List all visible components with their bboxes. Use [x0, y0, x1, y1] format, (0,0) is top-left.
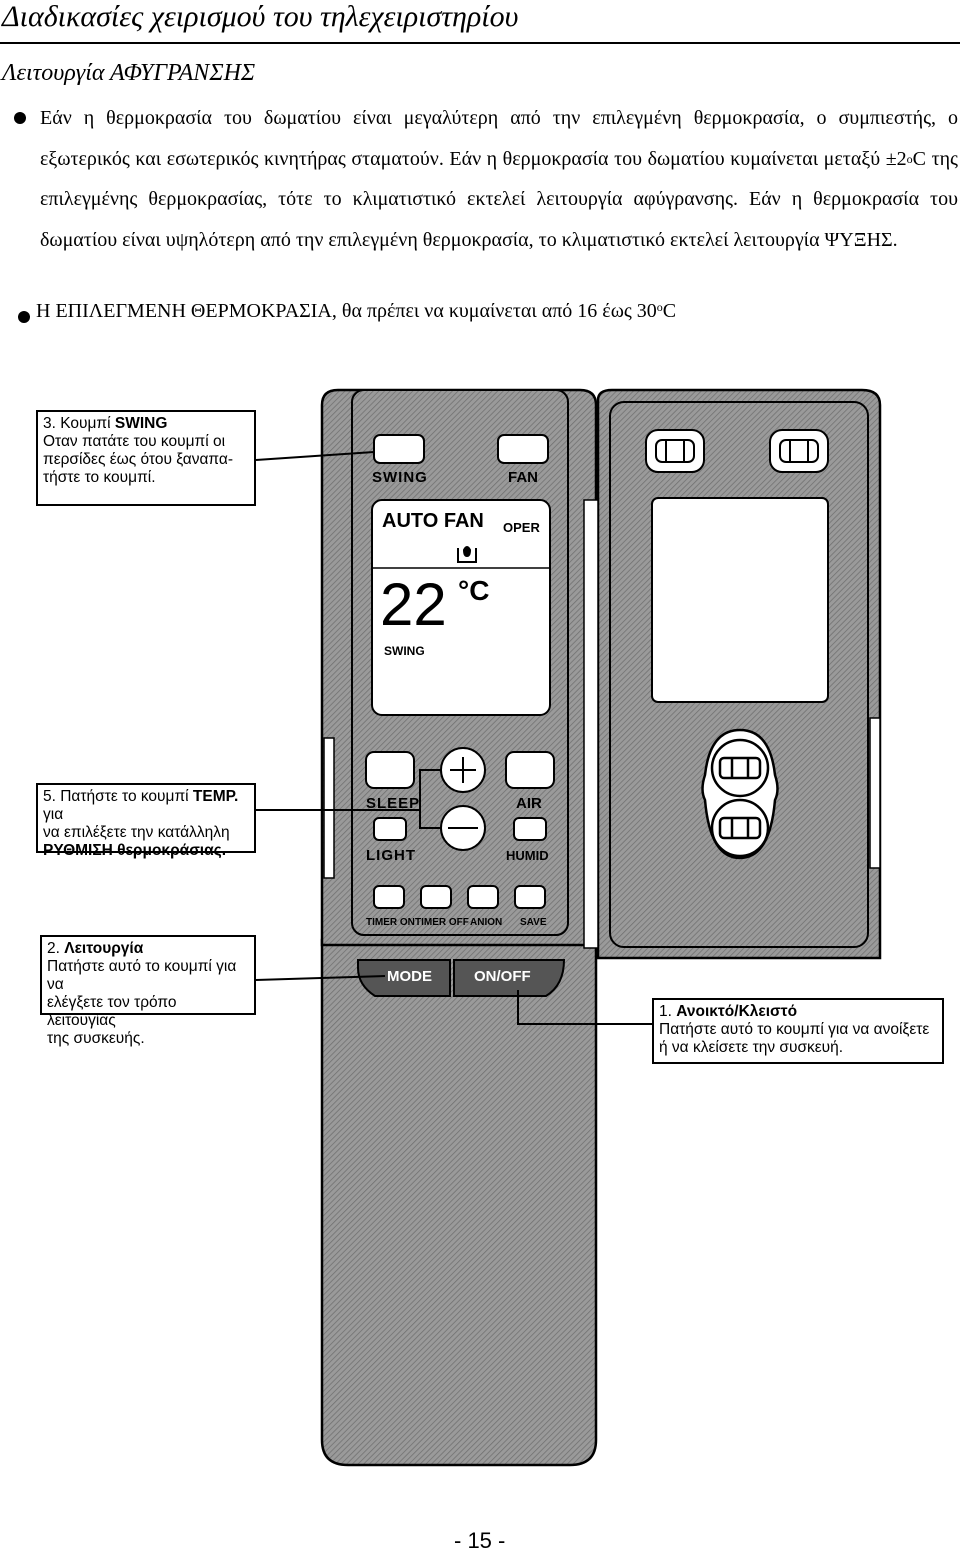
- display-mode: AUTO FAN: [382, 510, 484, 532]
- section-title: Λειτουργία ΑΦΥΓΡΑΝΣΗΣ: [2, 60, 256, 86]
- mode-button-label: MODE: [387, 968, 432, 985]
- callout-power: 1. Ανοικτό/Κλειστό Πατήστε αυτό το κουμπ…: [652, 998, 944, 1064]
- page-number: - 15 -: [454, 1528, 506, 1553]
- anion-button: [467, 885, 499, 909]
- humid-button: [513, 817, 547, 841]
- callout-temp-line2: να επιλέξετε την κατάλληλη: [43, 824, 230, 841]
- cover-rocker: [701, 728, 779, 860]
- onoff-button-label: ON/OFF: [474, 968, 531, 985]
- air-button: [505, 751, 555, 789]
- callout-mode-line2: ελέγξετε τον τρόπο λειτουγίας: [47, 994, 177, 1029]
- callout-swing-line1: Οταν πατάτε του κουμπί οι: [43, 433, 226, 450]
- callout-temp-line3: ΡΥΘΜΙΣΗ θερμοκράσιας.: [43, 842, 227, 859]
- sleep-button-label: SLEEP: [366, 795, 420, 812]
- callout-mode: 2. Λειτουργία Πατήστε αυτό το κουμπί για…: [40, 935, 256, 1047]
- fan-button: [497, 434, 549, 464]
- cover-latch-left: [645, 429, 705, 473]
- bullet-dot: [18, 311, 30, 323]
- light-button-label: LIGHT: [366, 847, 416, 864]
- onoff-button: [453, 959, 566, 997]
- cover-latch-right: [769, 429, 829, 473]
- title-rule: [0, 42, 960, 44]
- callout-swing: 3. Κουμπί SWING Οταν πατάτε του κουμπί ο…: [36, 410, 256, 506]
- callout-mode-line3: της συσκευής.: [47, 1030, 145, 1047]
- callout-mode-line1: Πατήστε αυτό το κουμπί για να: [47, 958, 237, 993]
- mode-button: [357, 959, 451, 997]
- paragraph-dehumidify: Εάν η θερμοκρασία του δωματίου είναι μεγ…: [40, 107, 958, 251]
- cover-window: [651, 497, 829, 703]
- bullet-dot: [14, 112, 26, 124]
- display-oper: OPER: [503, 520, 540, 535]
- timer-on-label: TIMER ON: [366, 917, 415, 928]
- remote-lower-body: [320, 938, 598, 1467]
- lcd-display: [371, 499, 551, 716]
- fan-button-label: FAN: [508, 469, 538, 486]
- callout-temp: 5. Πατήστε το κουμπί TEMP. για να επιλέξ…: [36, 783, 256, 859]
- timer-on-button: [373, 885, 405, 909]
- callout-mode-title: 2. Λειτουργία: [47, 940, 144, 957]
- display-temperature: 22: [380, 571, 447, 638]
- anion-label: ANION: [470, 917, 502, 928]
- swing-button-label: SWING: [372, 469, 428, 486]
- paragraph-temp-range: Η ΕΠΙΛΕΓΜΕΝΗ ΘΕΡΜΟΚΡΑΣΙΑ, θα πρέπει να κ…: [36, 300, 677, 322]
- dehumidify-icon: [457, 546, 477, 563]
- callout-temp-line1: 5. Πατήστε το κουμπί TEMP. για: [43, 788, 239, 823]
- page-title: Διαδικασίες χειρισμού του τηλεχειριστηρί…: [2, 0, 519, 33]
- swing-button: [373, 434, 425, 464]
- callout-swing-title: 3. Κουμπί SWING: [43, 415, 168, 432]
- light-button: [373, 817, 407, 841]
- humid-button-label: HUMID: [506, 848, 549, 863]
- callout-power-line1: Πατήστε αυτό το κουμπί για να ανοίξετε: [659, 1021, 930, 1038]
- display-swing: SWING: [384, 644, 425, 658]
- callout-swing-line2: περσίδες έως ότου ξαναπα-: [43, 451, 234, 468]
- air-button-label: AIR: [516, 795, 542, 812]
- save-button: [514, 885, 546, 909]
- timer-off-label: TIMER OFF: [415, 917, 469, 928]
- callout-power-title: 1. Ανοικτό/Κλειστό: [659, 1003, 798, 1020]
- sleep-button: [365, 751, 415, 789]
- timer-off-button: [420, 885, 452, 909]
- callout-power-line2: ή να κλείσετε την συσκευή.: [659, 1039, 844, 1056]
- save-label: SAVE: [520, 917, 547, 928]
- callout-swing-line3: τήστε το κουμπί.: [43, 469, 156, 486]
- display-unit: °C: [458, 575, 489, 606]
